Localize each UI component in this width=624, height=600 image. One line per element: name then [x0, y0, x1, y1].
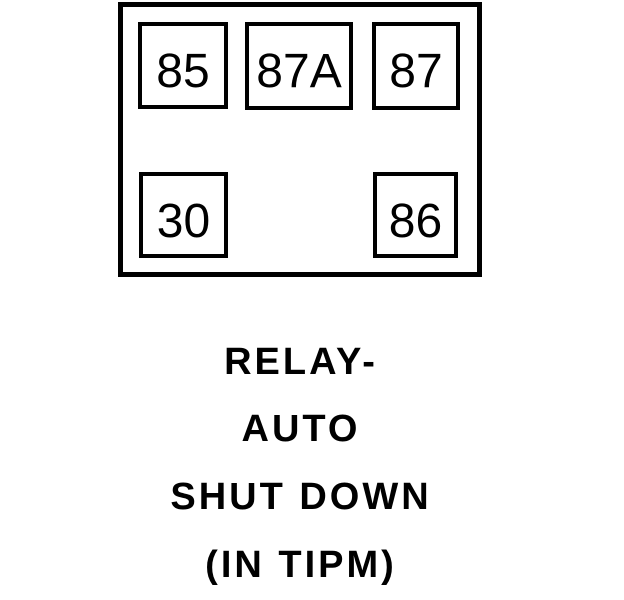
pin-label-85: 85	[156, 45, 210, 98]
pin-label-87a: 87A	[256, 45, 342, 98]
caption-line-shut-down: SHUT DOWN	[170, 476, 432, 518]
pin-label-30: 30	[156, 195, 211, 248]
pin-box-87: 87	[372, 22, 460, 110]
pin-box-86: 86	[373, 172, 458, 258]
relay-outline-box: 85 87A 87 30 86	[118, 2, 482, 277]
caption-line-auto: AUTO	[241, 408, 361, 450]
pin-label-87: 87	[389, 45, 443, 98]
pin-box-87a: 87A	[245, 22, 353, 110]
caption-line-in-tipm: (IN TIPM)	[205, 544, 397, 586]
pin-label-86: 86	[388, 195, 443, 248]
pin-box-30: 30	[139, 172, 228, 258]
pin-box-85: 85	[138, 22, 228, 109]
caption-line-relay: RELAY-	[224, 341, 378, 383]
